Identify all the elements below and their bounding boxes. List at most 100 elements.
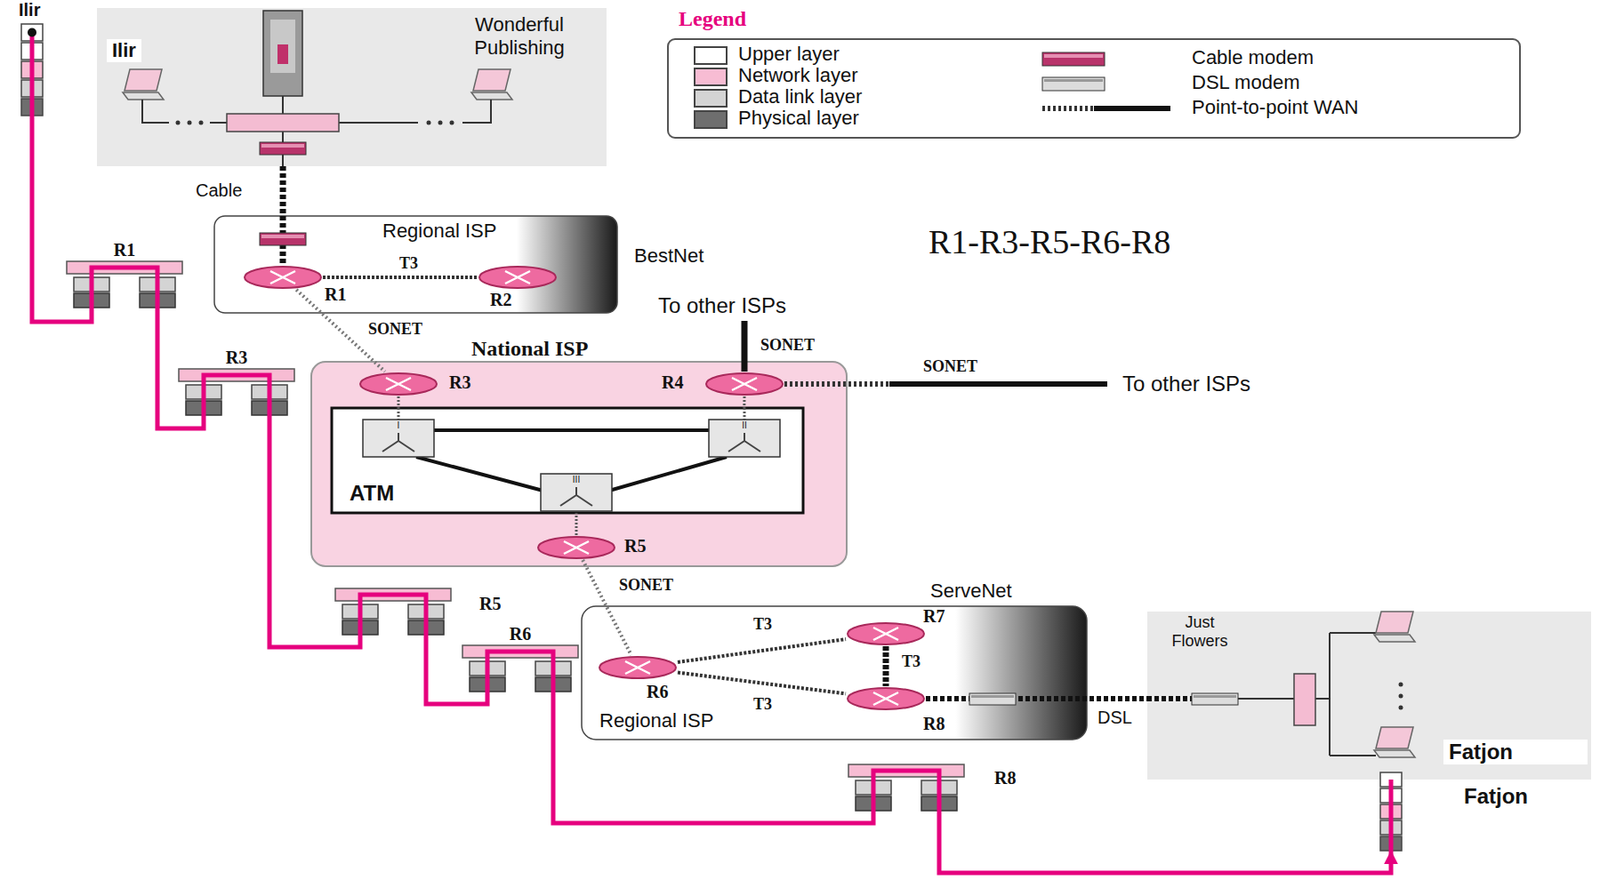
network-link	[742, 396, 746, 409]
legend-icon	[1040, 97, 1174, 120]
node-text: BestNet	[634, 244, 704, 268]
packet-path	[1389, 779, 1394, 853]
packet-path	[203, 375, 270, 418]
isp-panel	[581, 606, 1087, 740]
dots	[176, 120, 181, 126]
stack-shape	[331, 569, 455, 637]
stack-shape	[1378, 771, 1404, 853]
packet-path	[873, 771, 940, 813]
network-link	[397, 396, 401, 409]
cable-modem-top	[261, 144, 305, 148]
router-mark	[505, 271, 531, 284]
packet-route	[939, 812, 1391, 874]
router-mark	[625, 661, 651, 675]
laptop	[122, 69, 164, 100]
packet-path	[91, 267, 158, 310]
node-text: R2	[490, 289, 512, 311]
dsl-modem-sample	[1044, 79, 1103, 82]
legend-box	[667, 39, 1520, 138]
wire	[1238, 633, 1376, 756]
router: R7	[845, 621, 926, 647]
network-link	[883, 646, 890, 687]
annotation: III	[572, 474, 580, 485]
laptop	[1374, 611, 1416, 643]
server-face	[270, 19, 296, 73]
router-stack: R5	[331, 569, 455, 637]
server-drive	[277, 44, 289, 65]
router-stack: R1	[63, 241, 186, 310]
router-shape	[477, 265, 558, 290]
router-body	[599, 657, 676, 679]
router-shape	[704, 371, 785, 397]
router: R8	[845, 686, 926, 712]
laptop	[1374, 727, 1416, 758]
link-label: T3	[751, 695, 774, 715]
annotation: Legend	[678, 7, 747, 32]
annotation: To other ISPs	[658, 293, 787, 319]
host-stack: Fatjon	[1378, 771, 1404, 853]
dots	[426, 120, 432, 126]
router-stack: R3	[175, 349, 298, 418]
router-shape	[242, 265, 323, 290]
router-body	[847, 688, 925, 710]
wan-link	[889, 381, 1108, 387]
node-text: ATM	[349, 481, 394, 507]
router-body	[360, 373, 437, 395]
annotation: Ilir	[106, 39, 142, 63]
wire	[1147, 696, 1192, 702]
dsl-modem-top	[1193, 695, 1237, 699]
node-text: R5	[624, 536, 646, 557]
router-mark	[385, 377, 411, 391]
source-dot	[27, 28, 37, 38]
router: R1	[242, 265, 323, 290]
router-shape	[536, 535, 617, 561]
atm-drop	[398, 408, 745, 420]
node-text: R6	[646, 682, 668, 703]
legend-swatch	[693, 88, 728, 108]
node-text: R8	[923, 714, 945, 735]
legend-text: Point-to-point WAN	[1191, 96, 1359, 120]
network-box: Wonderful Publishing	[96, 8, 607, 167]
isp-panel	[311, 361, 847, 567]
router-body	[847, 623, 925, 645]
lan-panel	[1147, 611, 1592, 780]
router-body	[479, 266, 556, 289]
network-link	[575, 513, 579, 536]
node-text: R4	[661, 372, 684, 394]
annotation: SONET	[923, 357, 978, 377]
link-label: DSL	[1095, 707, 1134, 729]
router-stack: R6	[458, 626, 582, 694]
router-mark	[873, 692, 899, 706]
annotation: Fatjon	[1443, 739, 1588, 765]
node-text: Regional ISP	[599, 709, 714, 733]
router-shape	[358, 371, 439, 397]
router: R3	[358, 371, 439, 397]
legend-text: Data link layer	[738, 85, 862, 109]
cable-modem	[259, 233, 306, 246]
laptop	[471, 69, 513, 100]
dsl-modem-sample	[1042, 77, 1105, 91]
link-label: T3	[751, 615, 774, 635]
switch-symbol	[382, 433, 761, 507]
node-text: R7	[923, 606, 945, 628]
node-text: R3	[175, 347, 298, 369]
router: R4	[704, 371, 785, 397]
node-text: R1	[324, 284, 346, 306]
atm-box: ATM	[331, 408, 804, 514]
stack-shape	[844, 745, 968, 813]
isp-box: National ISPR3R4ATMR5	[311, 361, 847, 567]
legend-text: Physical layer	[738, 106, 860, 130]
cable-modem-sample	[1044, 54, 1103, 58]
wan-link	[784, 381, 890, 387]
wire	[142, 96, 491, 167]
cable-modem-sample	[1042, 52, 1105, 66]
dots	[438, 120, 443, 126]
legend-text: DSL modem	[1191, 71, 1300, 95]
network-link	[582, 560, 632, 656]
node-text: R6	[458, 624, 582, 645]
hub	[1294, 674, 1316, 726]
packet-route	[553, 693, 874, 824]
network-link	[925, 696, 1148, 702]
server	[263, 10, 303, 97]
node-text: Regional ISP	[382, 219, 497, 243]
